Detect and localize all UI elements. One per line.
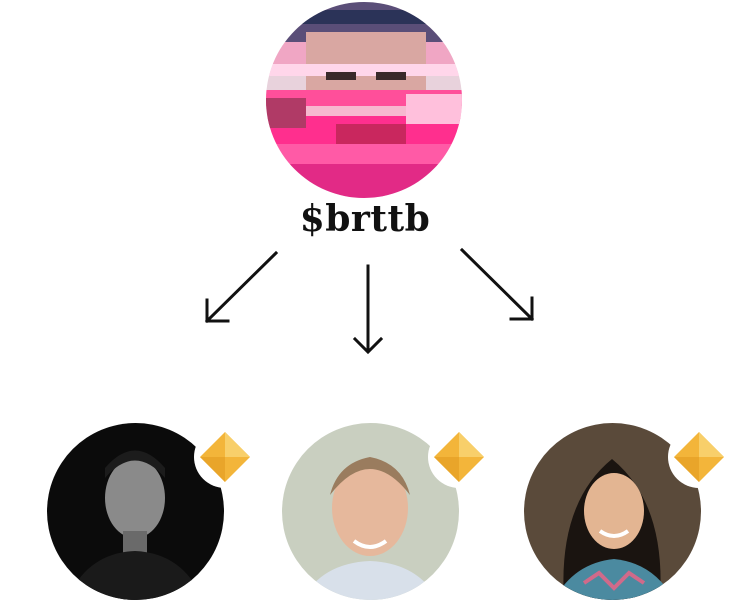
token-name: $brttb (299, 198, 431, 240)
arrow-center-icon (352, 264, 384, 355)
badge-3 (668, 426, 730, 488)
diamond-icon (674, 432, 724, 482)
arrow-left-icon (204, 250, 279, 324)
badge-2 (428, 426, 490, 488)
diamond-icon (434, 432, 484, 482)
badge-1 (194, 426, 256, 488)
arrow-right-icon (459, 247, 535, 322)
diamond-icon (200, 432, 250, 482)
